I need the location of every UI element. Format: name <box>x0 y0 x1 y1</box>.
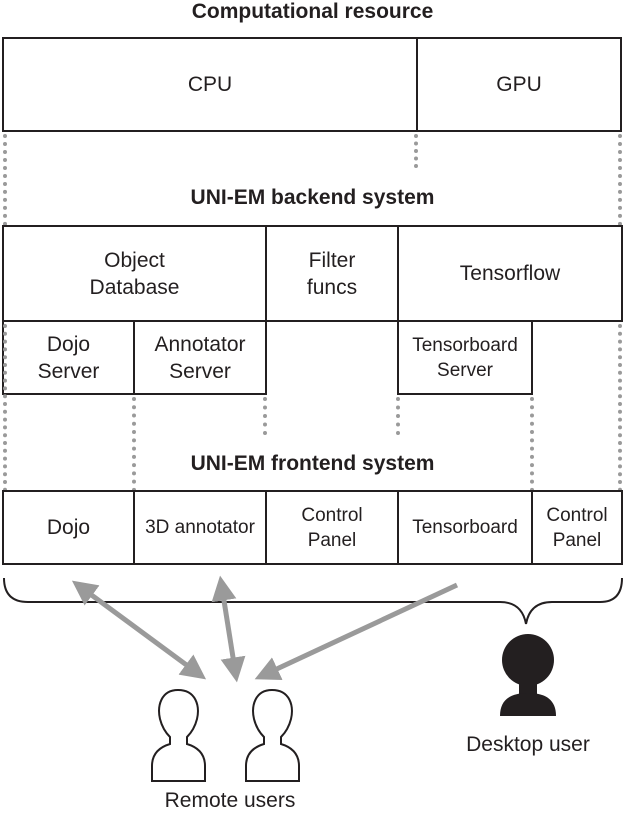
desktop-user-icon <box>500 634 556 716</box>
dojo-server-box: Dojo Server <box>2 320 135 395</box>
gpu-label: GPU <box>496 73 542 96</box>
control-panel-box-1: Control Panel <box>265 490 399 565</box>
arrow-annotator <box>211 575 246 683</box>
annotator-server-box: Annotator Server <box>133 320 267 395</box>
remote-user-icon-1 <box>151 688 206 782</box>
arrow-tensorboard <box>254 582 459 681</box>
dojo-box: Dojo <box>2 490 135 565</box>
desktop-user-label: Desktop user <box>466 733 590 756</box>
control-panel-box-2: Control Panel <box>531 490 623 565</box>
cpu-label: CPU <box>187 73 233 96</box>
filter-funcs-label: Filter funcs <box>306 248 358 299</box>
connector-right-top <box>618 134 622 226</box>
connector-left-top <box>3 134 7 226</box>
tensorboard-box: Tensorboard <box>397 490 533 565</box>
control-panel-label-1: Control Panel <box>301 504 363 551</box>
annotator-3d-box: 3D annotator <box>133 490 267 565</box>
gpu-box: GPU <box>416 37 622 132</box>
dojo-server-label: Dojo Server <box>37 332 100 383</box>
remote-user-icon-2 <box>245 688 300 782</box>
arrow-dojo <box>71 580 207 680</box>
connector-tensorboard-left <box>396 397 400 435</box>
computational-resource-title: Computational resource <box>191 0 434 23</box>
object-database-label: Object Database <box>89 248 180 299</box>
connector-right-mid <box>618 324 622 492</box>
remote-users-label: Remote users <box>164 789 296 812</box>
tensorflow-label: Tensorflow <box>459 262 561 285</box>
connector-gpu <box>414 134 418 168</box>
connector-annotator <box>263 397 267 435</box>
control-panel-label-2: Control Panel <box>546 504 608 551</box>
frontend-title: UNI-EM frontend system <box>190 452 435 475</box>
dojo-label: Dojo <box>46 516 91 539</box>
frontend-brace <box>3 577 623 625</box>
tensorboard-server-box: Tensorboard Server <box>397 320 533 395</box>
annotator-server-label: Annotator Server <box>154 332 246 383</box>
annotator-3d-label: 3D annotator <box>145 517 255 538</box>
tensorboard-label: Tensorboard <box>412 517 518 538</box>
connector-tensorboard-right <box>530 397 534 492</box>
connector-dojo <box>132 397 136 492</box>
backend-title: UNI-EM backend system <box>190 186 435 209</box>
filter-funcs-box: Filter funcs <box>265 225 399 322</box>
tensorflow-box: Tensorflow <box>397 225 623 322</box>
tensorboard-server-label: Tensorboard Server <box>412 334 518 381</box>
connector-left-mid <box>3 324 7 492</box>
